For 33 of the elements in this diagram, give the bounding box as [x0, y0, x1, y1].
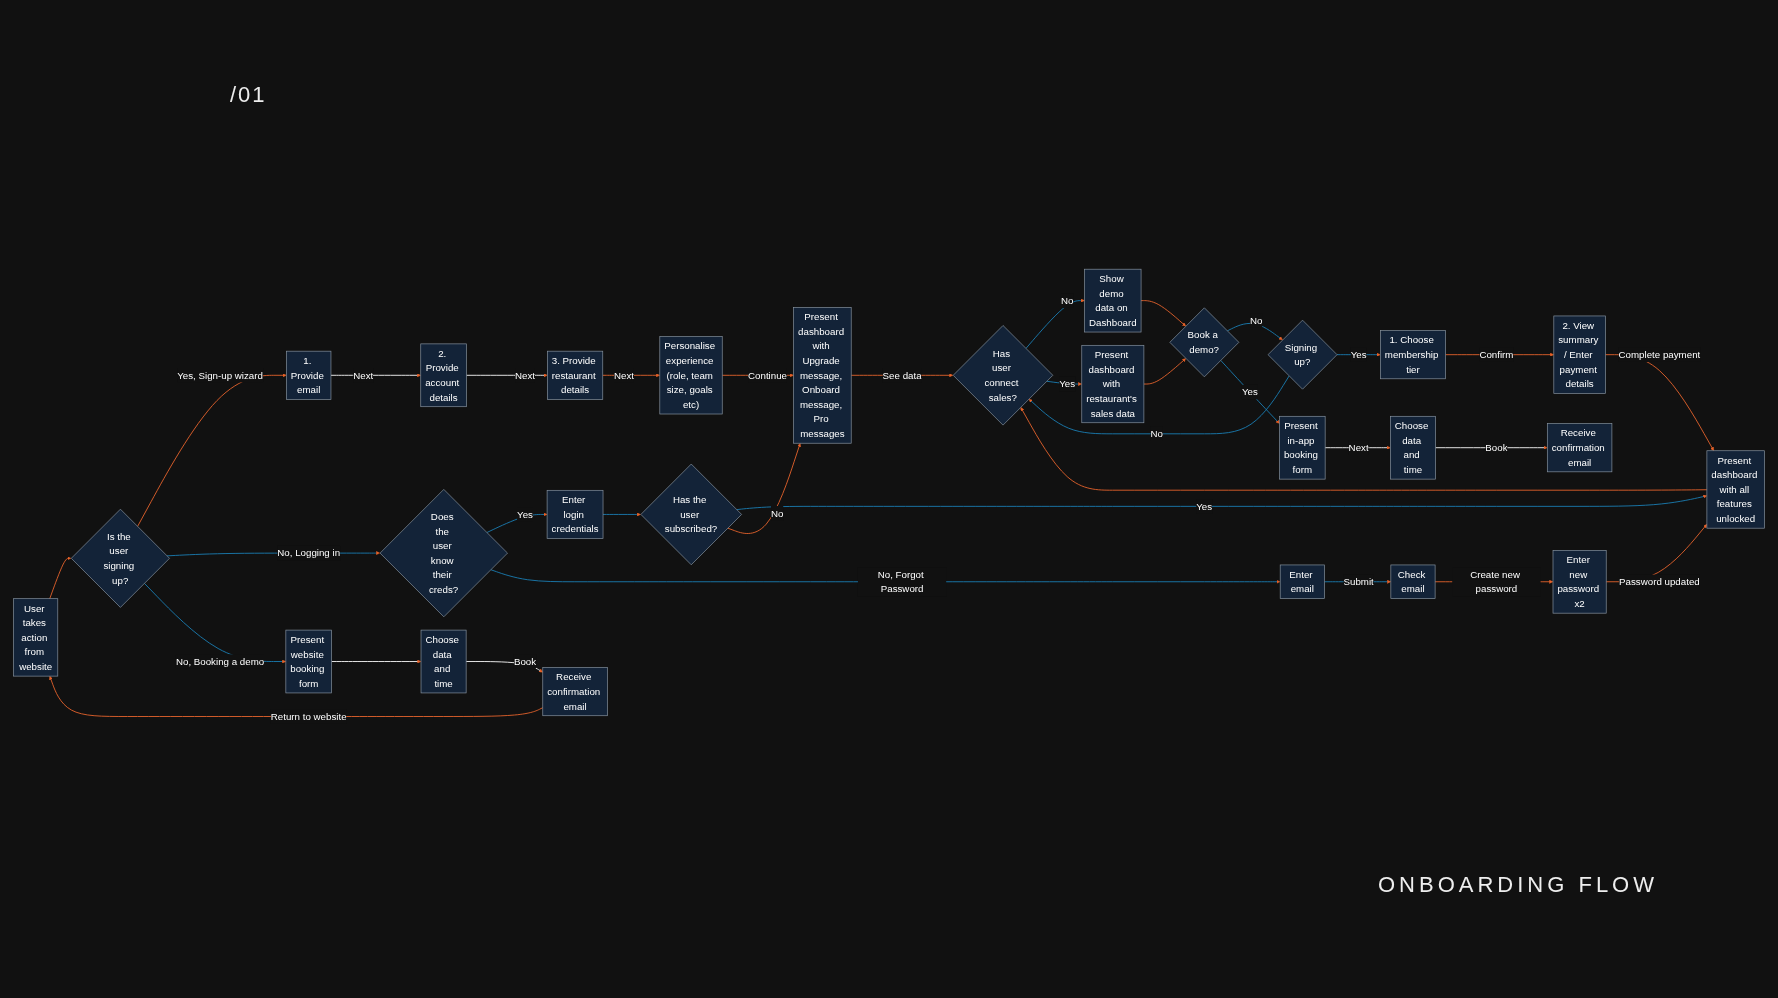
decision-diamond: Book a demo? [1169, 307, 1240, 378]
process-box: Receive confirmation email [542, 667, 608, 717]
process-box: Present dashboard with all features unlocked [1706, 450, 1765, 529]
process-box: Enter email [1279, 564, 1325, 599]
decision-diamond: Is the user signing up? [70, 508, 170, 608]
process-box: 1. Provide email [286, 350, 332, 400]
process-box: Present website booking form [285, 629, 332, 694]
process-box: Present dashboard with restaurant's sales data [1081, 345, 1145, 424]
process-box: Present in-app booking form [1279, 415, 1326, 480]
edge-label: Password updated [1619, 574, 1700, 590]
process-box: User takes action from website [13, 598, 59, 677]
decision-diamond: Signing up? [1267, 319, 1338, 390]
process-box: Enter new password x2 [1552, 550, 1607, 614]
page-number: /01 [230, 82, 267, 108]
decision-diamond: Does the user know their creds? [379, 489, 508, 618]
process-box: Personalise experience (role, team size, goals etc) [659, 336, 723, 415]
edge-label: Yes [1241, 384, 1258, 400]
decision-diamond: Has the user subscribed? [640, 463, 742, 566]
edge-label: No [771, 506, 784, 521]
process-box: Present dashboard with Upgrade message, Onboard message, Pro messages [793, 307, 852, 444]
process-box: Check email [1390, 564, 1436, 599]
process-box: Enter login credentials [546, 489, 604, 539]
diagram-title: ONBOARDING FLOW [1378, 872, 1658, 898]
process-box: Show demo data on Dashboard [1084, 268, 1142, 333]
process-box: 1. Choose membership tier [1380, 330, 1446, 380]
decision-diamond: Has user connect sales? [952, 325, 1054, 426]
edge-label: No, Booking a demo [175, 654, 265, 669]
process-box: Choose data and time [420, 629, 467, 694]
process-box: 2. View summary / Enter payment details [1553, 315, 1606, 394]
process-box: 2. Provide account details [420, 343, 467, 408]
process-box: Choose data and time [1390, 415, 1436, 480]
process-box: Receive confirmation email [1547, 423, 1613, 473]
process-box: 3. Provide restaurant details [547, 350, 604, 400]
